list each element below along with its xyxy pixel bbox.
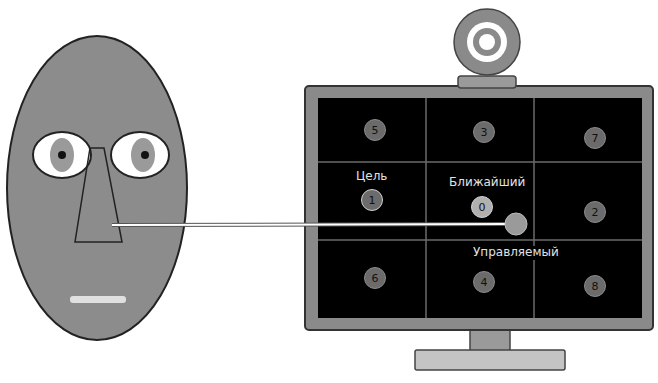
numbered-target: 4 (473, 271, 495, 293)
target-number: 2 (592, 207, 599, 218)
numbered-target: 7 (584, 127, 606, 149)
numbered-target: 6 (364, 267, 386, 289)
numbered-target: 3 (473, 121, 495, 143)
screen (318, 98, 642, 318)
grid-line (318, 161, 642, 163)
target-number: 7 (592, 133, 599, 144)
controlled-cursor (505, 213, 527, 235)
numbered-target: 2 (584, 201, 606, 223)
grid-line (425, 98, 427, 318)
numbered-target: 0 (471, 196, 493, 218)
monitor-base (415, 350, 565, 370)
webcam-lens-ring (467, 22, 507, 62)
target-number: 1 (369, 195, 376, 206)
webcam-base (458, 76, 516, 88)
target-number: 0 (479, 202, 486, 213)
nose (75, 148, 122, 242)
eye (111, 132, 169, 178)
target-number: 3 (481, 127, 488, 138)
screen-label: Управляемый (471, 246, 561, 260)
iris (131, 138, 155, 172)
gaze-line (112, 224, 506, 225)
numbered-target: 5 (364, 119, 386, 141)
pupil (58, 151, 66, 159)
mouth (70, 296, 126, 303)
monitor-frame (305, 86, 653, 330)
eye (33, 132, 91, 178)
numbered-target: 8 (584, 275, 606, 297)
target-number: 5 (372, 125, 379, 136)
webcam (454, 9, 520, 75)
face (7, 36, 187, 340)
grid-line (318, 239, 642, 241)
target-number: 4 (481, 277, 488, 288)
webcam-lens (473, 28, 501, 56)
pupil (141, 151, 149, 159)
screen-label: Ближайший (447, 176, 527, 190)
numbered-target: 1 (361, 189, 383, 211)
target-number: 6 (372, 273, 379, 284)
screen-label: Цель (354, 170, 389, 184)
target-number: 8 (592, 281, 599, 292)
iris (50, 138, 74, 172)
gaze-line (112, 224, 506, 225)
webcam-lens-center (479, 34, 495, 50)
grid-line (533, 98, 535, 318)
